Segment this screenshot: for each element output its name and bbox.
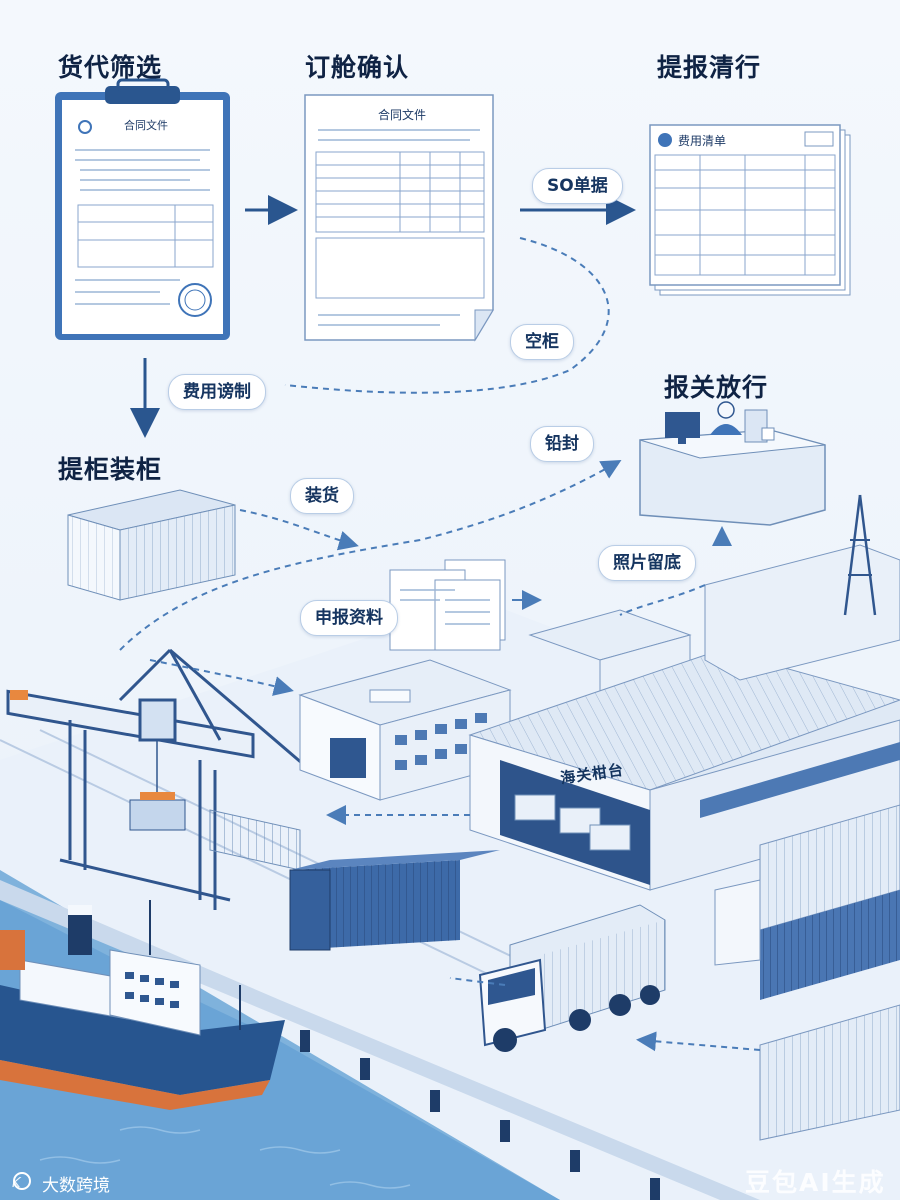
- fee-list-document-title: 费用清单: [678, 134, 727, 148]
- booking-document-title: 合同文件: [378, 108, 427, 122]
- step-bl-clearance-title: 提报清行: [657, 53, 762, 82]
- step-booking-confirm-title: 订舱确认: [305, 53, 410, 82]
- so-order-label: SO单据: [532, 168, 623, 204]
- fee-drafting-label: 费用谤制: [168, 374, 266, 410]
- loading-label: 装货: [290, 478, 354, 514]
- watermark: 豆包AI生成: [745, 1168, 886, 1197]
- brand-logo: K: [12, 1172, 21, 1192]
- brand-name: 大数跨境: [42, 1176, 110, 1196]
- brand-logo-mark: K: [12, 1176, 21, 1191]
- step-pickup-loading-title: 提柜装柜: [58, 455, 163, 484]
- photo-archive-label: 照片留底: [598, 545, 696, 581]
- clipboard-document-title: 合同文件: [124, 119, 168, 132]
- empty-container-label: 空柜: [510, 324, 574, 360]
- declaration-docs-label: 申报资料: [300, 600, 398, 636]
- step-freight-select-title: 货代筛选: [58, 53, 163, 82]
- step-customs-release-title: 报关放行: [664, 373, 769, 402]
- seal-label: 铅封: [530, 426, 594, 462]
